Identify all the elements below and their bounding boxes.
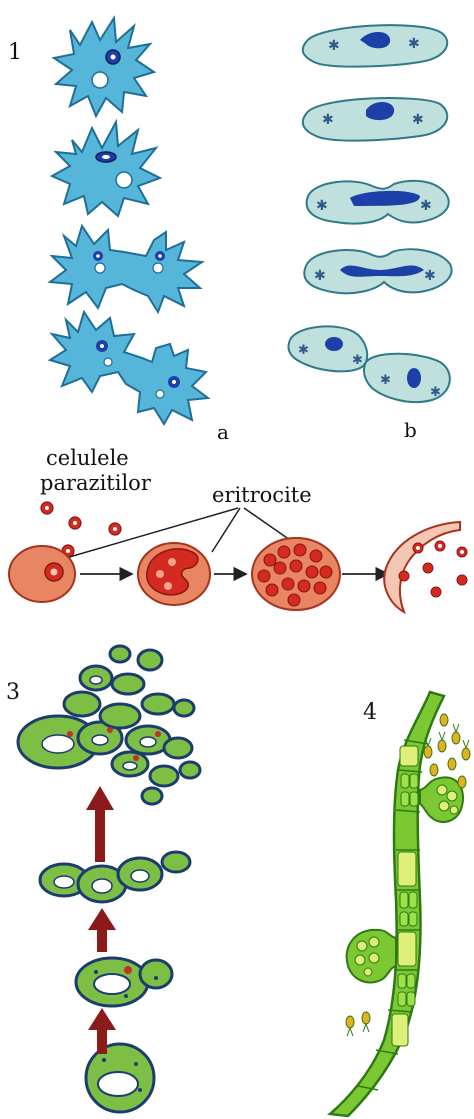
amoeba-stage-1: [54, 18, 154, 116]
svg-text:✱: ✱: [322, 112, 334, 128]
amoeba-stage-4: [50, 312, 208, 424]
erythrocyte-infected-1: [9, 546, 75, 602]
paramecium-stage-4: ✱ ✱: [304, 249, 451, 293]
paramecium-stage-2: ✱ ✱: [303, 98, 447, 141]
paramecium-stage-5: ✱ ✱ ✱ ✱: [288, 326, 449, 402]
svg-text:✱: ✱: [328, 38, 340, 54]
yeast-budding-2: [76, 958, 172, 1006]
erythrocyte-ruptured: [384, 522, 467, 612]
amoeba-stage-2: [52, 122, 160, 216]
erythrocyte-infected-3: [252, 538, 340, 610]
amoeba-stage-3: [50, 226, 202, 312]
svg-text:✱: ✱: [420, 198, 432, 214]
alga-sporangium-lower: [347, 930, 396, 983]
svg-text:✱: ✱: [316, 198, 328, 214]
paramecium-stage-3: ✱ ✱: [307, 181, 449, 224]
svg-text:✱: ✱: [352, 353, 363, 368]
svg-text:✱: ✱: [424, 268, 436, 284]
svg-text:✱: ✱: [380, 373, 391, 388]
svg-text:✱: ✱: [430, 385, 441, 400]
yeast-colony: [18, 646, 200, 804]
paramecium-stage-1: ✱ ✱: [303, 25, 448, 66]
erythrocyte-infected-2: [138, 543, 210, 605]
arrow-up-3: [86, 786, 114, 862]
svg-text:✱: ✱: [408, 36, 420, 52]
alga-sporangium-upper: [420, 777, 463, 822]
yeast-single-cell: [86, 1044, 154, 1112]
svg-text:✱: ✱: [298, 343, 309, 358]
svg-text:✱: ✱: [412, 112, 424, 128]
svg-text:✱: ✱: [314, 268, 326, 284]
arrow-up-2: [88, 908, 116, 952]
